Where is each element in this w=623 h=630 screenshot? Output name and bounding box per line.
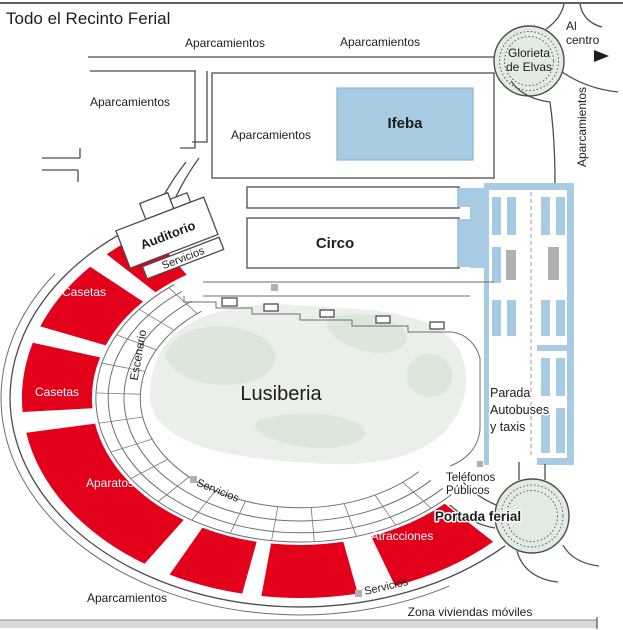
- ring-outer-promenade: [0, 273, 450, 616]
- bus-bays: [484, 183, 574, 465]
- parking-bottom-label: Aparcamientos: [87, 591, 167, 605]
- zone-south: [261, 541, 358, 598]
- portada-ferial-label: Portada ferial: [435, 509, 521, 524]
- lusiberia-fence: [183, 296, 481, 467]
- glorieta-label-1: Glorieta: [508, 46, 550, 60]
- casetas-w-label: Casetas: [35, 385, 79, 399]
- map-title: Todo el Recinto Ferial: [6, 9, 170, 28]
- to-center-arrow-icon: [594, 50, 609, 62]
- parking-top-right-label: Aparcamientos: [340, 35, 420, 49]
- phones-label-1: Teléfonos: [446, 472, 495, 484]
- casetas-nw-label: Casetas: [62, 285, 106, 299]
- ring-dividers: [96, 287, 432, 542]
- portada-roundabout: [449, 462, 600, 583]
- zone-south-2: [169, 527, 257, 594]
- phones-marker-icon: [477, 461, 483, 467]
- atracciones-label: Atracciones: [371, 529, 434, 543]
- to-center-label-1: Al: [566, 19, 577, 33]
- ring-outer-boundary: [9, 216, 506, 608]
- lusiberia-label: Lusiberia: [240, 383, 322, 405]
- ifeba-label: Ifeba: [387, 115, 423, 132]
- escenario-label: Escenario: [129, 329, 150, 381]
- phones-label-2: Públicos: [446, 485, 490, 497]
- red-zones: [21, 230, 494, 598]
- glorieta-label-2: de Elvas: [506, 60, 552, 74]
- circo-block: [246, 186, 488, 269]
- ifeba-building: [336, 87, 474, 161]
- parking-east-label: Aparcamientos: [575, 87, 589, 167]
- zone-aparatos: [26, 423, 184, 564]
- bus-stop-label-3: y taxis: [490, 420, 525, 434]
- bottom-road-bar: [0, 617, 598, 629]
- glorieta-elvas-roundabout: [493, 3, 619, 184]
- fence-stands: [221, 297, 445, 330]
- zone-casetas-w: [21, 342, 101, 412]
- servicios-sw-label: Servicios: [195, 477, 241, 505]
- mid-road: [203, 281, 494, 297]
- servicios-s-label: Servicios: [363, 576, 410, 598]
- mobile-homes-label: Zona viviendas móviles: [408, 605, 533, 619]
- bus-stop-label-1: Parada: [490, 386, 530, 400]
- service-marker-icon: [190, 476, 197, 483]
- circo-label: Circo: [316, 235, 354, 252]
- bus-stop-label-2: Autobuses: [490, 403, 549, 417]
- lusiberia-greens: [165, 314, 453, 448]
- zone-casetas-nw: [40, 266, 143, 346]
- aparatos-label: Aparatos: [86, 476, 134, 490]
- parking-west-label: Aparcamientos: [90, 95, 170, 109]
- parking-lot-label: Aparcamientos: [231, 128, 311, 142]
- parking-top-left-label: Aparcamientos: [185, 36, 265, 50]
- zone-atracciones: [371, 503, 494, 586]
- service-marker-icon: [271, 284, 278, 291]
- service-marker-icon: [355, 590, 362, 597]
- inner-rings: [95, 284, 452, 543]
- to-center-label-2: centro: [566, 33, 600, 47]
